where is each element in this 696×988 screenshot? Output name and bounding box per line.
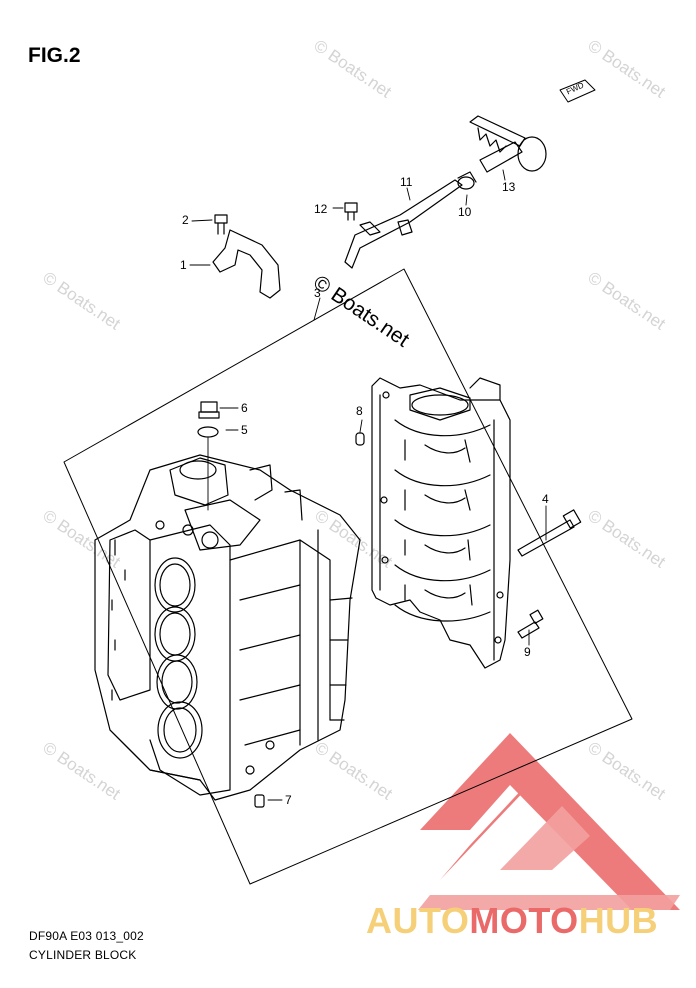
cylinder-block bbox=[94, 454, 361, 801]
crankcase bbox=[371, 377, 511, 669]
callout-10: 10 bbox=[458, 205, 472, 219]
fwd-badge-shape bbox=[559, 79, 596, 103]
footer-code: DF90A E03 013_002 bbox=[29, 929, 144, 943]
bolt-part-2 bbox=[214, 214, 228, 235]
callout-3: 3 bbox=[314, 286, 321, 300]
plug-part-7 bbox=[254, 794, 265, 808]
brand-part-hub: HUB bbox=[578, 900, 659, 941]
callout-5: 5 bbox=[241, 423, 248, 437]
clip-part-10 bbox=[457, 171, 477, 190]
callout-13: 13 bbox=[502, 180, 516, 194]
callout-7: 7 bbox=[285, 793, 292, 807]
long-bolt-part-4 bbox=[517, 509, 582, 557]
figure-label: FIG.2 bbox=[28, 44, 81, 67]
callout-6: 6 bbox=[241, 401, 248, 415]
brand-part-auto: AUTO bbox=[366, 900, 470, 941]
callout-2: 2 bbox=[182, 213, 189, 227]
bolt-part-12 bbox=[344, 202, 358, 221]
bracket bbox=[212, 229, 281, 299]
callout-9: 9 bbox=[524, 645, 531, 659]
footer-title: CYLINDER BLOCK bbox=[29, 948, 137, 962]
callout-4: 4 bbox=[542, 492, 549, 506]
gasket-part-5 bbox=[197, 426, 219, 438]
callout-1: 1 bbox=[180, 258, 187, 272]
brand-text: AUTOMOTOHUB bbox=[366, 900, 658, 942]
assembly-frame bbox=[63, 268, 633, 885]
small-bolt-part-9 bbox=[517, 609, 544, 639]
callout-11: 11 bbox=[400, 175, 413, 189]
brand-part-moto: MOTO bbox=[469, 900, 579, 941]
rod-part-11 bbox=[344, 179, 463, 269]
plug-part-6 bbox=[198, 401, 220, 419]
dowel-pin-part-8 bbox=[355, 432, 365, 446]
lever-part-13 bbox=[469, 115, 547, 173]
callout-12: 12 bbox=[314, 202, 328, 216]
callout-8: 8 bbox=[356, 404, 363, 418]
